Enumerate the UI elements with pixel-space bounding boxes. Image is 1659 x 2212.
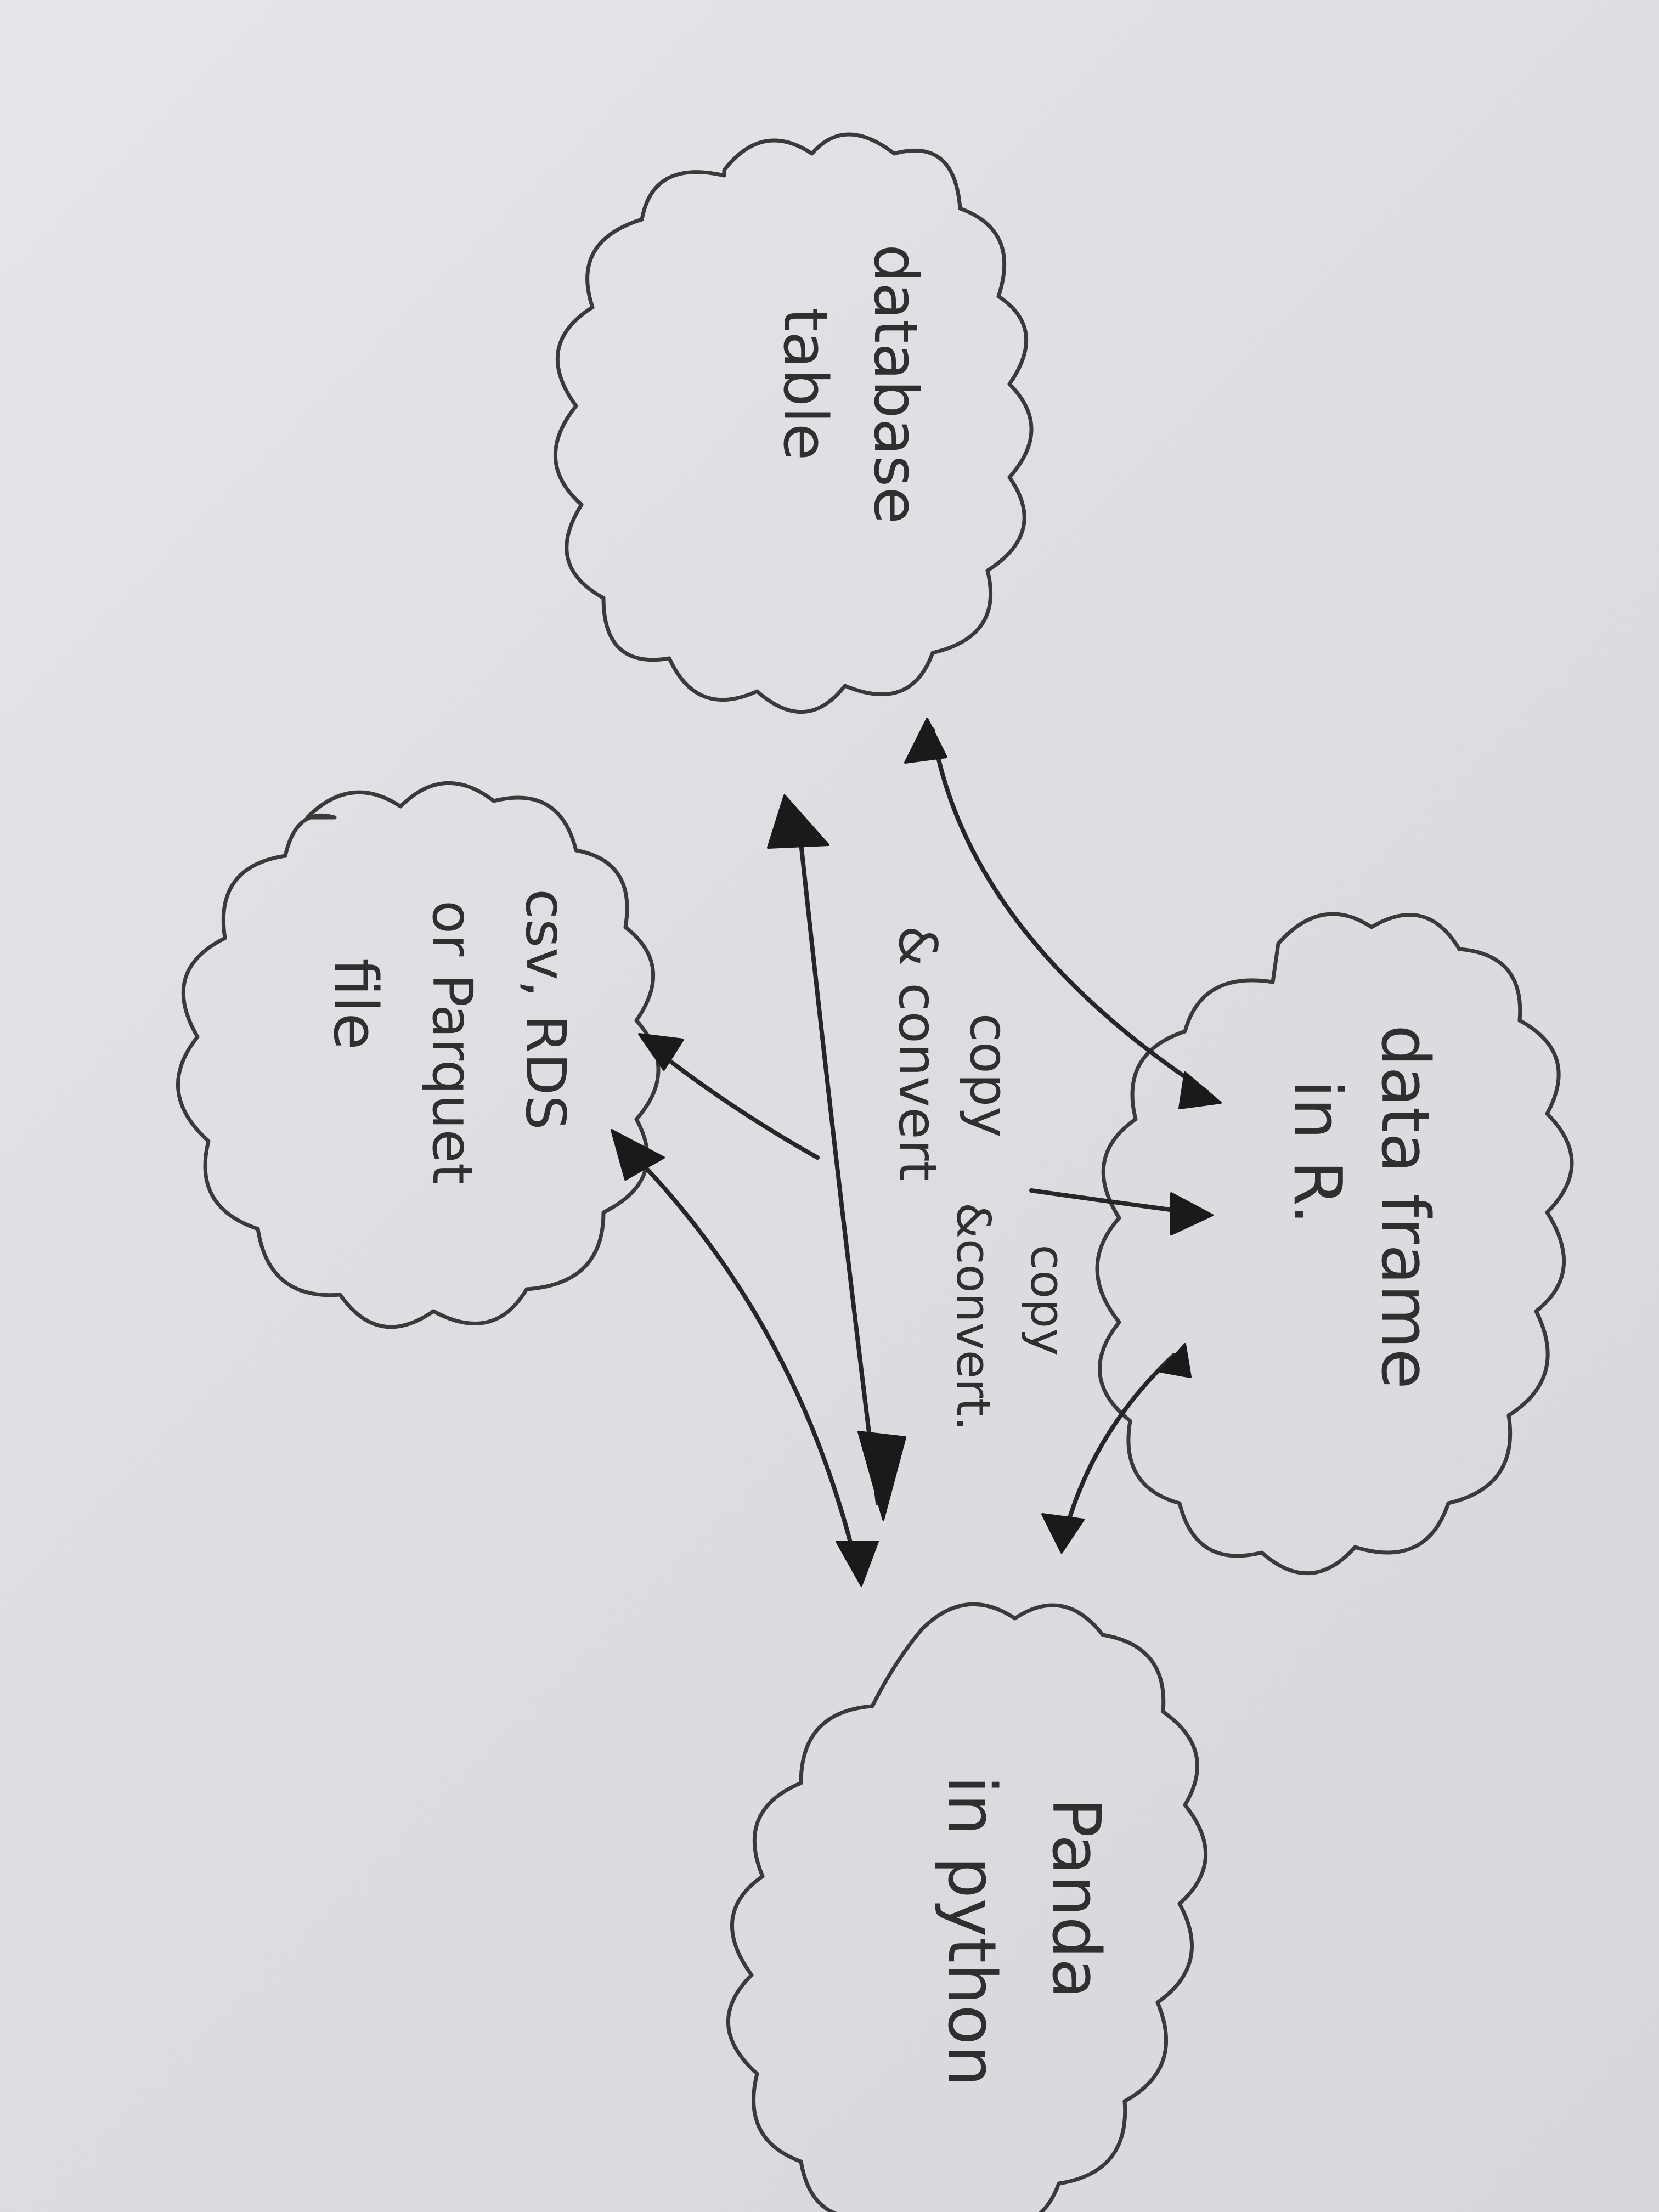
node-csv-file: csv, RDS or Parquet file [176,781,661,1329]
edge-data-frame-to-pandas [1041,1343,1192,1554]
database-table-cloud-outline [554,132,1034,714]
edge-convert-to-csv-head [638,1033,684,1071]
edge-database-to-data-frame-head-start [904,718,947,764]
node-data-frame: data frame in R. [1095,912,1574,1576]
edge-convert-to-data-frame [1029,1188,1214,1235]
edge-database-to-data-frame [904,718,1222,1109]
pandas-line-2: in python [933,1775,1009,2086]
edge-convert-to-data-frame-head [1170,1192,1214,1235]
edge-database-to-pandas-head-end [857,1431,906,1521]
data-frame-line-2: in R. [1279,1080,1355,1225]
database-table-line-2: table [770,308,840,461]
edge-convert-to-data-frame-line [1029,1188,1193,1215]
csv-file-line-3: file [320,958,391,1050]
edge-data-frame-to-pandas-line [1062,1353,1176,1538]
edge-csv-to-pandas [611,1129,879,1587]
edge-database-to-pandas-line [796,815,880,1505]
pandas-line-1: Panda [1037,1798,1114,1999]
copy-convert-2-line-2: &convert. [946,1203,1000,1431]
copy-convert-1-line-2: & convert [887,926,947,1181]
edge-label-copy-convert-1: copy & convert [887,926,1019,1181]
edge-database-to-pandas-head-start [767,794,830,849]
edge-csv-to-pandas-head-start [611,1129,665,1181]
copy-convert-2-line-1: copy [1020,1245,1074,1356]
csv-file-line-2: or Parquet [420,900,484,1184]
edge-database-to-pandas [767,794,906,1521]
edge-csv-to-pandas-line [623,1144,858,1566]
edge-database-to-data-frame-line [930,727,1209,1094]
edge-csv-to-pandas-head-end [836,1541,879,1587]
csv-file-cloud-outline [176,781,661,1329]
edge-data-frame-to-pandas-head-start [1159,1343,1192,1378]
pandas-cloud-outline [726,1602,1207,2212]
edge-database-to-data-frame-head-end [1178,1071,1222,1109]
node-database-table: database table [554,132,1034,714]
copy-convert-1-line-1: copy [958,1013,1019,1138]
edge-data-frame-to-pandas-head-end [1041,1513,1085,1554]
data-frame-line-1: data frame [1367,1025,1443,1389]
node-pandas: Panda in python [726,1602,1207,2212]
data-frame-cloud-outline [1095,912,1574,1576]
database-table-line-1: database [861,244,931,524]
csv-file-line-1: csv, RDS [514,889,578,1130]
edge-label-copy-convert-2: copy &convert. [946,1203,1074,1431]
edge-convert-to-csv-line [651,1046,820,1160]
edge-convert-to-csv [638,1033,820,1160]
